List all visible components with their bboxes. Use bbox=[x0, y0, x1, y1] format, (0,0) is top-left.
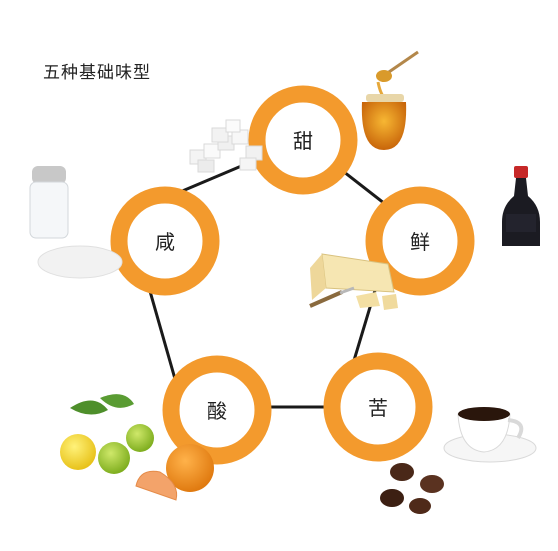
node-umami: 鲜 bbox=[365, 186, 475, 296]
sugar-cubes-icon bbox=[189, 119, 263, 173]
node-sour: 酸 bbox=[162, 355, 272, 465]
diagram-title: 五种基础味型 bbox=[43, 63, 151, 83]
citrus-fruits-icon bbox=[60, 394, 214, 501]
node-label-bitter: 苦 bbox=[368, 396, 388, 420]
coffee-beans-icon bbox=[380, 463, 444, 514]
soy-sauce-bottle-icon bbox=[502, 166, 540, 246]
node-label-salty: 咸 bbox=[155, 230, 175, 254]
node-bitter: 苦 bbox=[323, 352, 433, 462]
node-label-sour: 酸 bbox=[207, 399, 227, 423]
salt-shaker-icon bbox=[29, 166, 123, 279]
cheese-icon bbox=[309, 253, 398, 310]
coffee-icon bbox=[443, 407, 537, 463]
node-label-umami: 鲜 bbox=[410, 230, 430, 254]
honey-jar-icon bbox=[361, 50, 419, 150]
node-label-sweet: 甜 bbox=[293, 129, 313, 153]
node-salty: 咸 bbox=[110, 186, 220, 296]
node-sweet: 甜 bbox=[248, 85, 358, 195]
